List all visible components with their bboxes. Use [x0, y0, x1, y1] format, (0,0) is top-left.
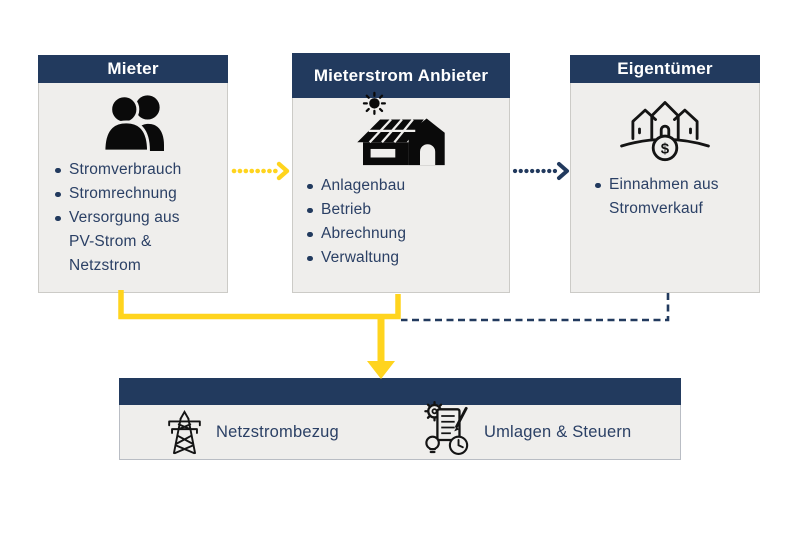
list-item: Einnahmen aus Stromverkauf	[593, 173, 743, 221]
list-item: Verwaltung	[305, 246, 483, 270]
list-item: Anlagenbau	[305, 174, 483, 198]
anbieter-bullet-list: Anlagenbau Betrieb Abrechnung Verwaltung	[305, 174, 483, 270]
houses-revenue-icon: $	[619, 95, 711, 163]
people-icon	[102, 89, 164, 153]
arrow-mieter-to-anbieter	[231, 161, 290, 181]
mieter-bullet-list: Stromverbrauch Stromrechnung Versorgung …	[53, 158, 203, 278]
list-item: Stromrechnung	[53, 182, 203, 206]
list-item: Abrechnung	[305, 222, 483, 246]
panel-mieter: Mieter Stromverbrauch Stromrechnung Vers…	[38, 55, 228, 293]
solid-arrow-to-bottom-bar	[118, 290, 401, 379]
panel-eigentuemer: Eigentümer $ Einnahmen aus	[570, 55, 760, 293]
panel-anbieter: Mieterstrom Anbieter Anlagen	[292, 53, 510, 293]
bottom-item-umlagen-steuern: Umlagen & Steuern	[423, 400, 632, 457]
bottom-bar: Netzstrombezug	[119, 378, 681, 460]
panel-anbieter-title: Mieterstrom Anbieter	[292, 53, 510, 98]
list-item: Betrieb	[305, 198, 483, 222]
solar-house-icon	[353, 91, 449, 167]
bottom-bar-header	[119, 378, 681, 405]
list-item: Stromverbrauch	[53, 158, 203, 182]
bottom-item-netzstrombezug: Netzstrombezug	[166, 409, 339, 455]
panel-mieter-title: Mieter	[38, 55, 228, 83]
list-item: Versorgung aus PV-Strom & Netzstrom	[53, 206, 203, 278]
transmission-tower-icon	[166, 409, 203, 455]
dashed-line-eigentuemer-to-bottom	[401, 293, 670, 322]
taxes-levies-icon	[423, 400, 471, 457]
svg-text:$: $	[661, 141, 670, 158]
panel-eigentuemer-title: Eigentümer	[570, 55, 760, 83]
bottom-item-label: Umlagen & Steuern	[484, 422, 632, 441]
arrowhead-down	[367, 361, 395, 379]
bottom-item-label: Netzstrombezug	[216, 422, 339, 441]
eigentuemer-bullet-list: Einnahmen aus Stromverkauf	[593, 173, 743, 221]
arrow-anbieter-to-eigentuemer	[512, 162, 569, 180]
